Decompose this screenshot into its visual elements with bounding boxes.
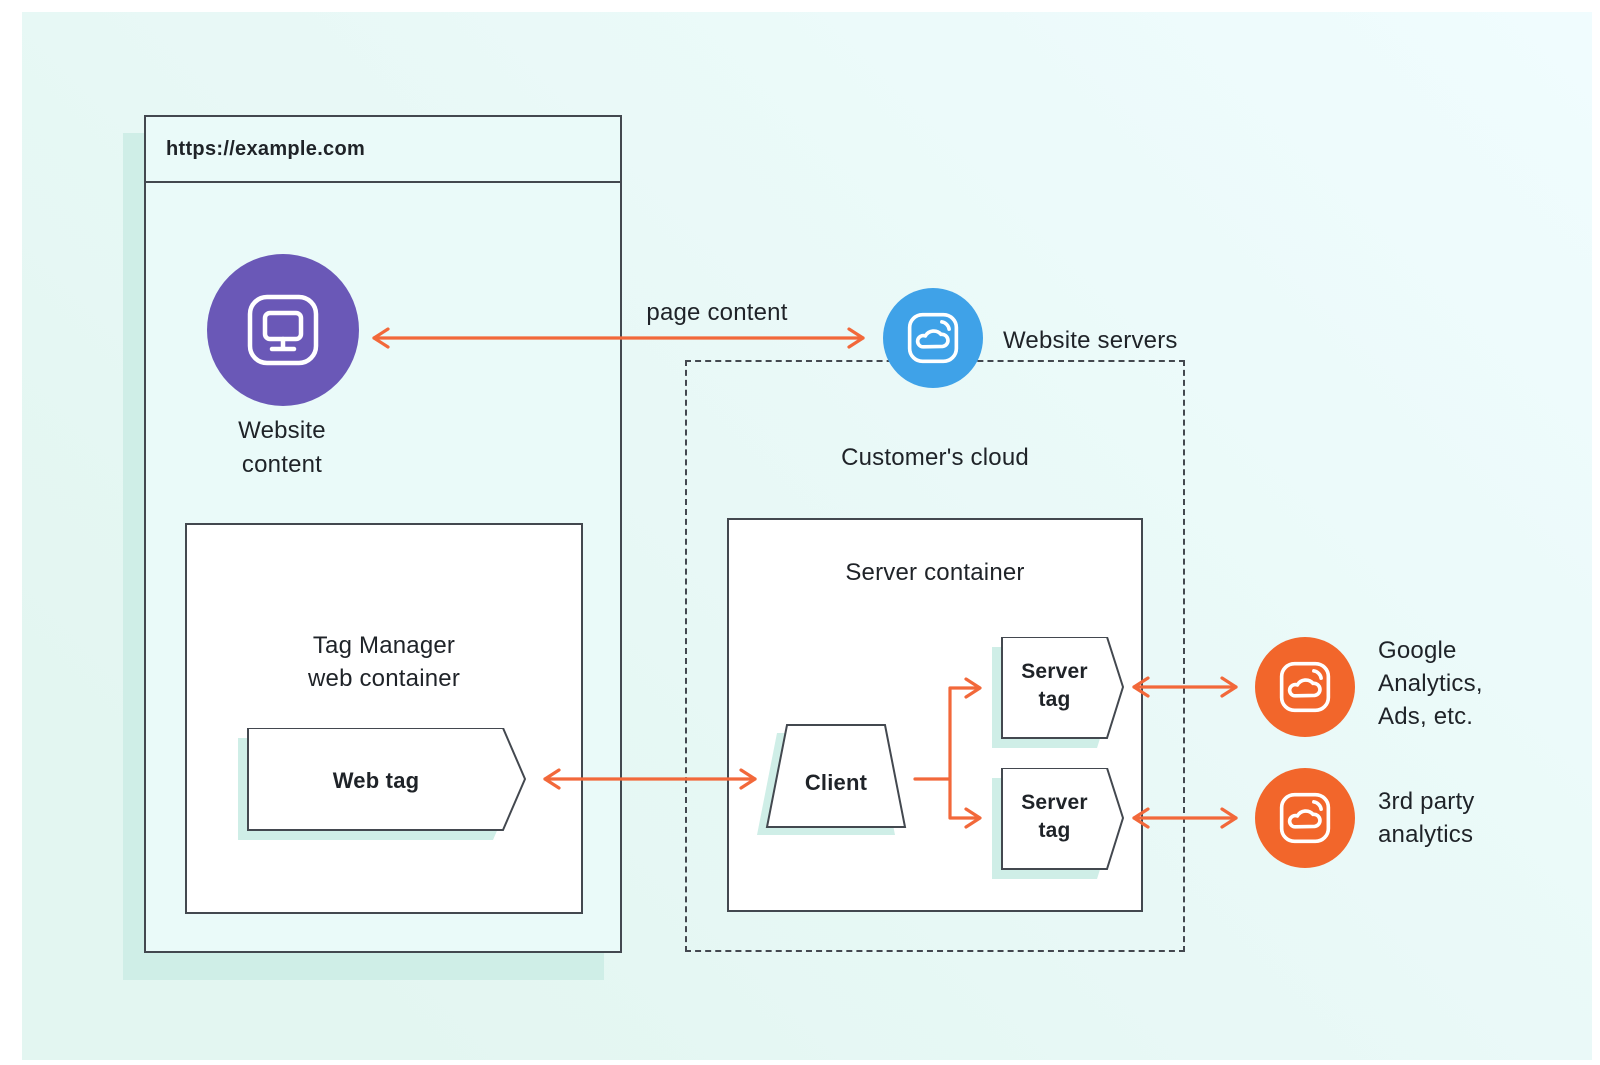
server-tag-1-shape — [992, 637, 1137, 753]
third-party-analytics-circle — [1255, 768, 1355, 868]
tag-manager-title: Tag Manager web container — [307, 632, 461, 692]
cloud-icon — [907, 312, 959, 364]
customers-cloud-label: Customer's cloud — [841, 444, 1029, 471]
server-tag-2-outline — [1001, 768, 1125, 870]
browser-url-bar: https://example.com — [146, 117, 620, 183]
cloud-icon — [1279, 661, 1331, 713]
cloud-icon — [1279, 792, 1331, 844]
client-outline — [765, 724, 907, 828]
google-analytics-label: Google Analytics, Ads, etc. — [1378, 637, 1483, 730]
monitor-icon — [247, 294, 319, 366]
web-tag-label: Web tag — [332, 768, 420, 793]
browser-url: https://example.com — [166, 137, 366, 160]
website-servers-circle — [883, 288, 983, 388]
server-tag-1-label: Server tag — [1021, 660, 1088, 711]
server-tag-2-shape — [992, 768, 1137, 884]
client-label: Client — [804, 770, 868, 795]
page-content-label: page content — [646, 299, 788, 326]
third-party-analytics-label: 3rd party analytics — [1378, 788, 1475, 848]
website-content-label: Website content — [238, 417, 326, 478]
website-content-circle — [207, 254, 359, 406]
website-servers-label: Website servers — [1003, 327, 1178, 354]
web-tag-shape — [238, 728, 538, 846]
google-analytics-circle — [1255, 637, 1355, 737]
web-tag-outline — [247, 728, 527, 831]
server-tag-2-label: Server tag — [1021, 791, 1088, 842]
server-container-title: Server container — [845, 559, 1025, 586]
tag-manager-web-container: Tag Manager web container — [185, 523, 583, 914]
client-shape — [748, 723, 918, 843]
server-tag-1-outline — [1001, 637, 1125, 739]
